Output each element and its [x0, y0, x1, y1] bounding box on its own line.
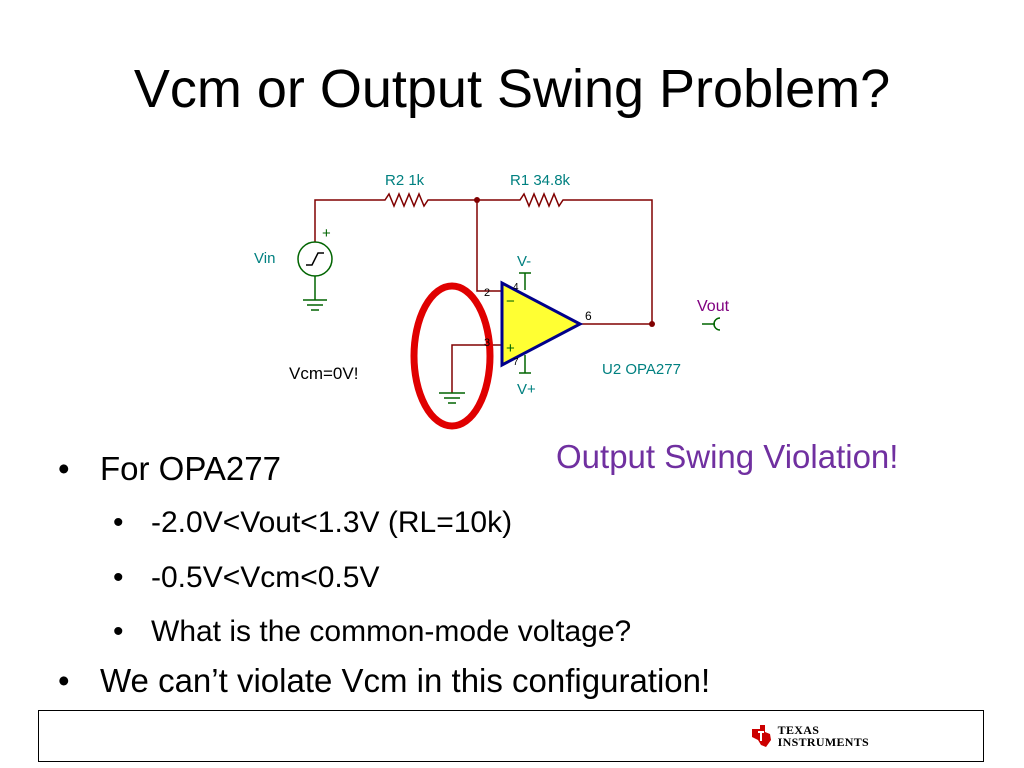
ground-vcm	[439, 392, 465, 404]
bullet-text: What is the common-mode voltage?	[151, 615, 632, 648]
pin-6-label: 6	[585, 309, 592, 323]
junction-dot-out	[649, 321, 655, 327]
ground-vin	[303, 299, 327, 311]
r1-label: R1 34.8k	[510, 172, 571, 189]
pin-7-label: 7	[513, 357, 519, 368]
wire-vin-top	[314, 199, 380, 244]
pin-4-label: 4	[513, 282, 519, 293]
ti-wordmark-line2: INSTRUMENTS	[777, 735, 869, 749]
bullet-text: -2.0V<Vout<1.3V (RL=10k)	[151, 506, 513, 539]
vin-plus-label: +	[322, 225, 331, 242]
wire-node-inverting	[476, 200, 502, 292]
vout-label: Vout	[697, 298, 730, 315]
opamp-minus-sign: −	[506, 293, 515, 310]
bullet-dot: •	[58, 662, 70, 699]
pin-3-label: 3	[484, 337, 490, 349]
opamp-plus-sign: +	[506, 340, 515, 357]
bullet-dot: •	[113, 615, 124, 648]
sub-bullet-item: • -0.5V<Vcm<0.5V	[113, 563, 379, 593]
highlight-circle	[410, 282, 494, 430]
sub-bullet-item: • What is the common-mode voltage?	[113, 617, 631, 647]
bullet-item: • For OPA277	[58, 452, 281, 485]
circuit-schematic: R2 1k R1 34.8k Vin + V- V+ 2 3 4 7 6 − +…	[254, 172, 730, 430]
vminus-label: V-	[517, 253, 531, 270]
resistor-r1	[515, 192, 570, 208]
slide-title: Vcm or Output Swing Problem?	[133, 59, 891, 119]
vin-label: Vin	[254, 250, 275, 267]
vout-arc	[713, 317, 721, 331]
footer-bar: TEXAS INSTRUMENTS	[38, 710, 984, 762]
ti-state-logo-icon	[751, 725, 771, 747]
bullet-text: For OPA277	[100, 450, 281, 487]
vplus-label: V+	[517, 381, 536, 398]
pin-2-label: 2	[484, 287, 490, 299]
bullet-dot: •	[58, 450, 70, 487]
u2-label: U2 OPA277	[602, 361, 681, 378]
vcm-label: Vcm=0V!	[289, 364, 358, 383]
step-icon	[306, 252, 324, 266]
resistor-r2	[380, 192, 435, 208]
ti-wordmark-line1: TEXAS	[777, 723, 820, 737]
bullet-text: We can’t violate Vcm in this configurati…	[100, 662, 711, 699]
sub-bullet-item: • -2.0V<Vout<1.3V (RL=10k)	[113, 508, 512, 538]
r2-label: R2 1k	[385, 172, 425, 189]
wire-r1-out	[570, 199, 653, 324]
bullet-text: -0.5V<Vcm<0.5V	[151, 561, 380, 594]
bullet-dot: •	[113, 506, 124, 539]
ti-logo: TEXAS INSTRUMENTS	[748, 723, 869, 749]
bullet-dot: •	[113, 561, 124, 594]
ti-wordmark: TEXAS INSTRUMENTS	[778, 724, 869, 748]
opamp-u2	[500, 280, 584, 368]
junction-dot	[474, 197, 480, 203]
wire-noninv-ground	[451, 344, 502, 393]
bullet-item: • We can’t violate Vcm in this configurat…	[58, 664, 710, 697]
output-swing-callout: Output Swing Violation!	[556, 438, 899, 475]
